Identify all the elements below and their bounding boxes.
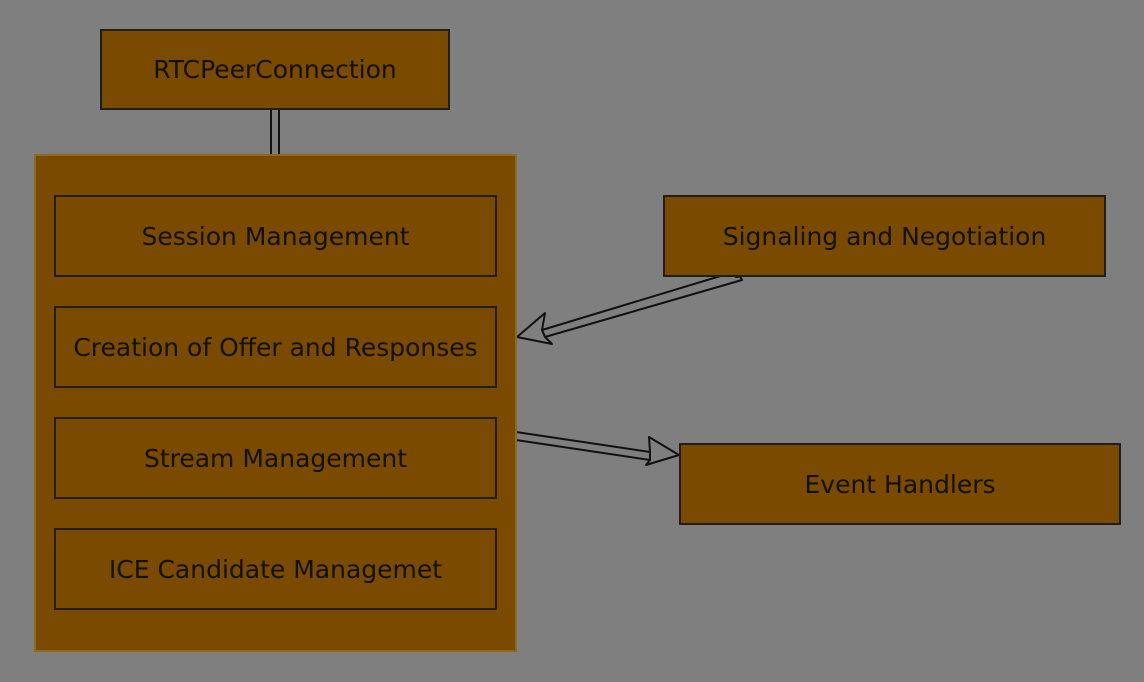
root-connector — [270, 107, 280, 156]
rtcpeerconnection-label: RTCPeerConnection — [153, 55, 397, 84]
event-handlers-label: Event Handlers — [804, 469, 996, 499]
ice-candidate-box: ICE Candidate Managemet — [54, 528, 497, 610]
event-handlers-box: Event Handlers — [679, 443, 1121, 525]
session-management-label: Session Management — [141, 221, 410, 251]
offer-responses-label: Creation of Offer and Responses — [73, 332, 478, 362]
stream-management-label: Stream Management — [143, 443, 408, 473]
arrow-signaling-to-offer — [516, 270, 743, 345]
offer-responses-box: Creation of Offer and Responses — [54, 306, 497, 388]
signaling-negotiation-label: Signaling and Negotiation — [722, 221, 1047, 251]
arrow-to-event-handlers — [515, 431, 680, 466]
stream-management-box: Stream Management — [54, 417, 497, 499]
session-management-box: Session Management — [54, 195, 497, 277]
signaling-negotiation-box: Signaling and Negotiation — [663, 195, 1106, 277]
rtcpeerconnection-box: RTCPeerConnection — [100, 29, 450, 110]
ice-candidate-label: ICE Candidate Managemet — [108, 554, 443, 584]
